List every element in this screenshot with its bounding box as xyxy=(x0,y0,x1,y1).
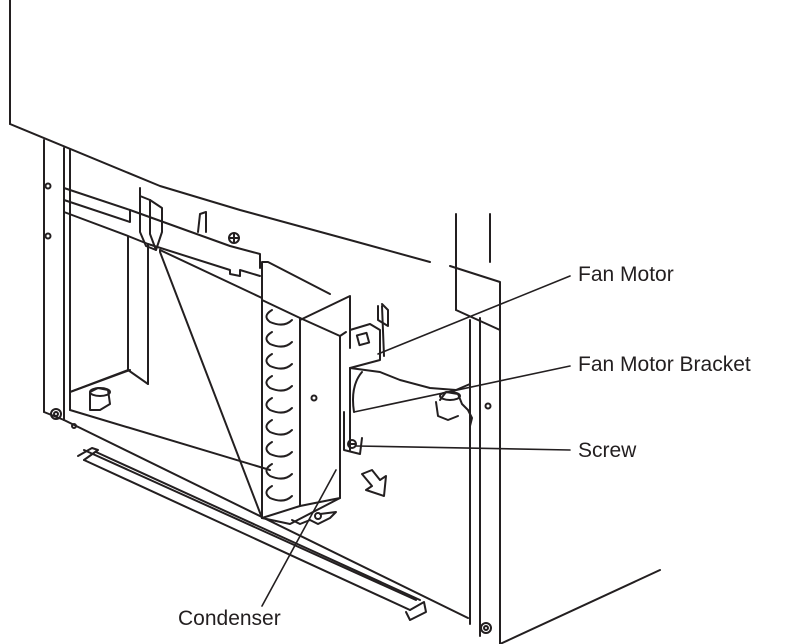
condenser-coil-loops xyxy=(265,309,293,502)
left-frame xyxy=(43,139,71,421)
fan-motor-label: Fan Motor xyxy=(578,263,674,286)
upper-cabinet xyxy=(9,0,501,331)
screw-label: Screw xyxy=(578,439,637,462)
condenser-shroud xyxy=(159,249,331,519)
front-rail xyxy=(77,447,427,621)
condenser-body xyxy=(261,295,351,525)
removal-arrow xyxy=(361,469,387,497)
fan-motor-assembly xyxy=(343,303,471,455)
condenser-label: Condenser xyxy=(178,607,281,630)
fan-motor-bracket-label: Fan Motor Bracket xyxy=(578,353,751,376)
rear-upper-panel xyxy=(63,187,261,393)
right-frame xyxy=(435,317,661,644)
leader-lines xyxy=(261,275,571,607)
